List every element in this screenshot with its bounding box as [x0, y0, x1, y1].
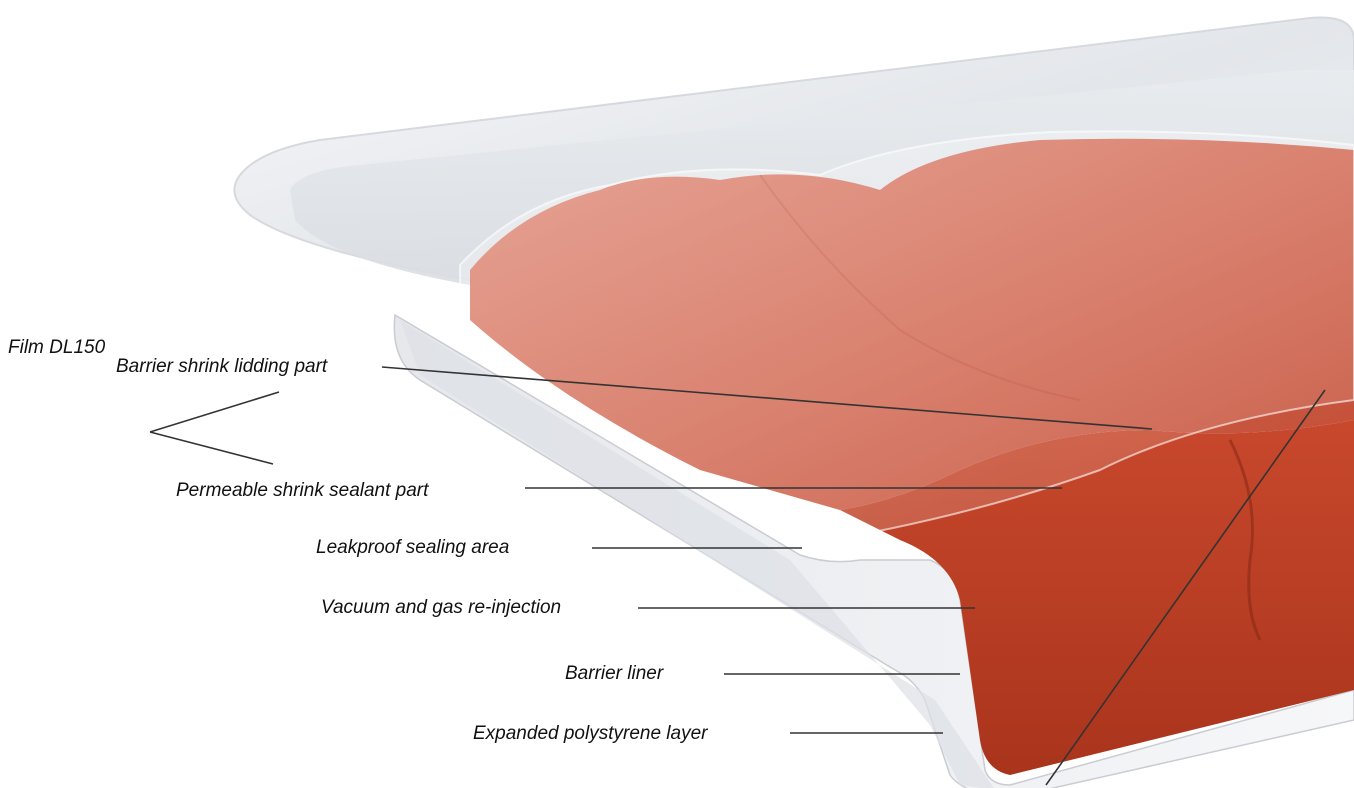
- eps-layer-label: Expanded polystyrene layer: [473, 724, 707, 743]
- barrier-lidding-label: Barrier shrink lidding part: [116, 357, 327, 376]
- barrier-liner-label: Barrier liner: [565, 664, 663, 683]
- film-dl150-label: Film DL150: [8, 338, 105, 357]
- bracket-lower-line: [150, 432, 273, 464]
- bracket-upper-line: [150, 392, 279, 432]
- permeable-sealant-label: Permeable shrink sealant part: [176, 481, 428, 500]
- leakproof-area-label: Leakproof sealing area: [316, 538, 509, 557]
- vacuum-gas-label: Vacuum and gas re-injection: [321, 598, 561, 617]
